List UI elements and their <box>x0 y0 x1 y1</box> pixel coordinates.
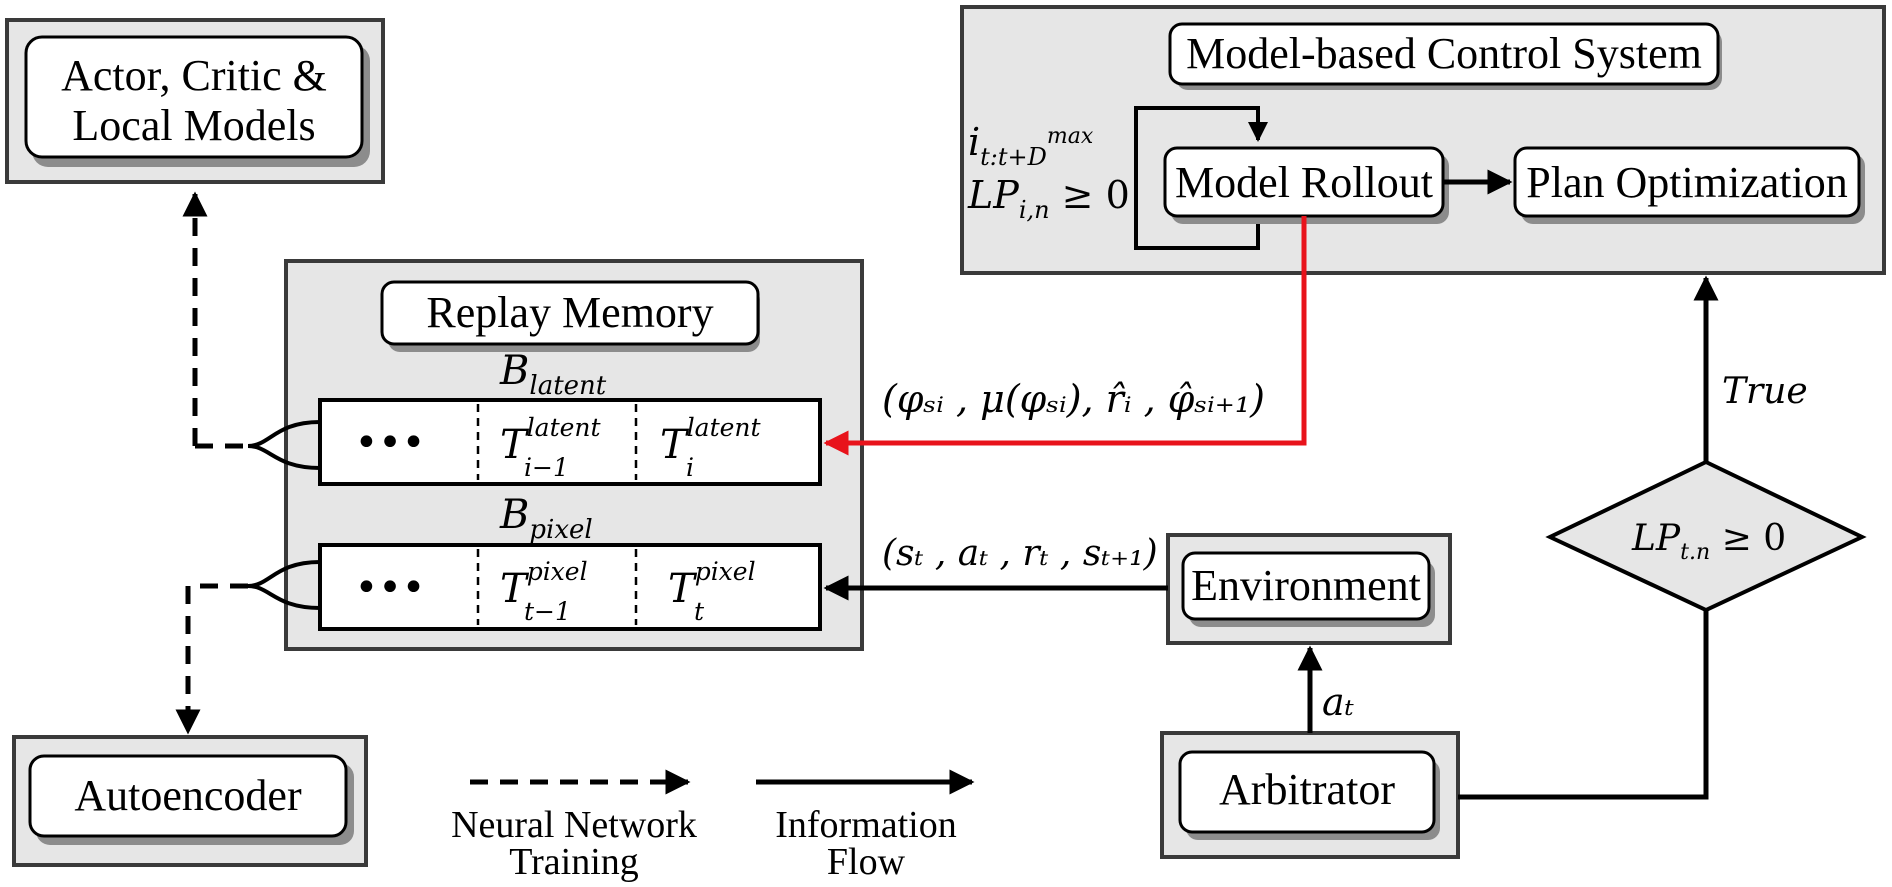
actor-critic-label-line1: Actor, Critic & <box>61 51 327 100</box>
rollout-to-latent-arrow <box>823 216 1307 456</box>
autoencoder-label: Autoencoder <box>74 771 302 820</box>
buffer-pixel-label: Bpixel <box>499 492 593 545</box>
latent-tuple-label: (φₛᵢ , μ(φₛᵢ), r̂ᵢ , φ̂ₛᵢ₊₁) <box>882 377 1265 421</box>
legend-solid-line1: Information <box>775 804 957 846</box>
legend: Neural Network Training Information Flow <box>451 769 975 883</box>
environment-block: Environment <box>1166 533 1452 645</box>
environment-label: Environment <box>1191 561 1421 610</box>
latent-brace <box>247 420 321 470</box>
condition-diamond: LPt.n ≥ 0 <box>1545 459 1867 613</box>
condition-label: LPt.n ≥ 0 <box>1631 518 1786 565</box>
buffer-pixel-ellipsis: ••• <box>355 565 426 611</box>
actor-critic-block: Actor, Critic & Local Models <box>5 18 385 184</box>
rollout-input-horizon: it:t+Dmax <box>968 120 1094 171</box>
pixel-brace <box>247 560 321 610</box>
buffer-latent-label: Blatent <box>499 348 607 401</box>
plan-optimization-box <box>1513 146 1861 218</box>
model-rollout-label: Model Rollout <box>1175 158 1433 207</box>
buffer-pixel <box>318 543 822 631</box>
legend-dashed-line2: Training <box>509 841 639 883</box>
buffer-latent-ellipsis: ••• <box>355 420 426 466</box>
action-label: aₜ <box>1322 680 1355 724</box>
arbitrator-label: Arbitrator <box>1219 765 1395 814</box>
true-label: True <box>1722 371 1808 412</box>
replay-memory-label: Replay Memory <box>426 288 713 337</box>
arbitrator-block: Arbitrator <box>1160 731 1460 859</box>
plan-optimization-label: Plan Optimization <box>1526 158 1847 207</box>
legend-dashed-line1: Neural Network <box>451 804 697 846</box>
arbitrator-to-condition-line <box>1458 610 1709 800</box>
rollout-loop-arrow <box>1134 106 1268 250</box>
rollout-input-lp: LPi,n ≥ 0 <box>967 173 1130 224</box>
actor-critic-label-line2: Local Models <box>72 101 315 150</box>
buffer-latent <box>318 398 822 486</box>
control-system-label: Model-based Control System <box>1186 29 1702 78</box>
autoencoder-block: Autoencoder <box>12 735 368 867</box>
pixel-tuple-label: (sₜ , aₜ , rₜ , sₜ₊₁) <box>882 533 1158 574</box>
control-system-block: Model-based Control System it:t+Dmax LPi… <box>960 5 1886 275</box>
legend-solid-line2: Flow <box>827 841 906 883</box>
